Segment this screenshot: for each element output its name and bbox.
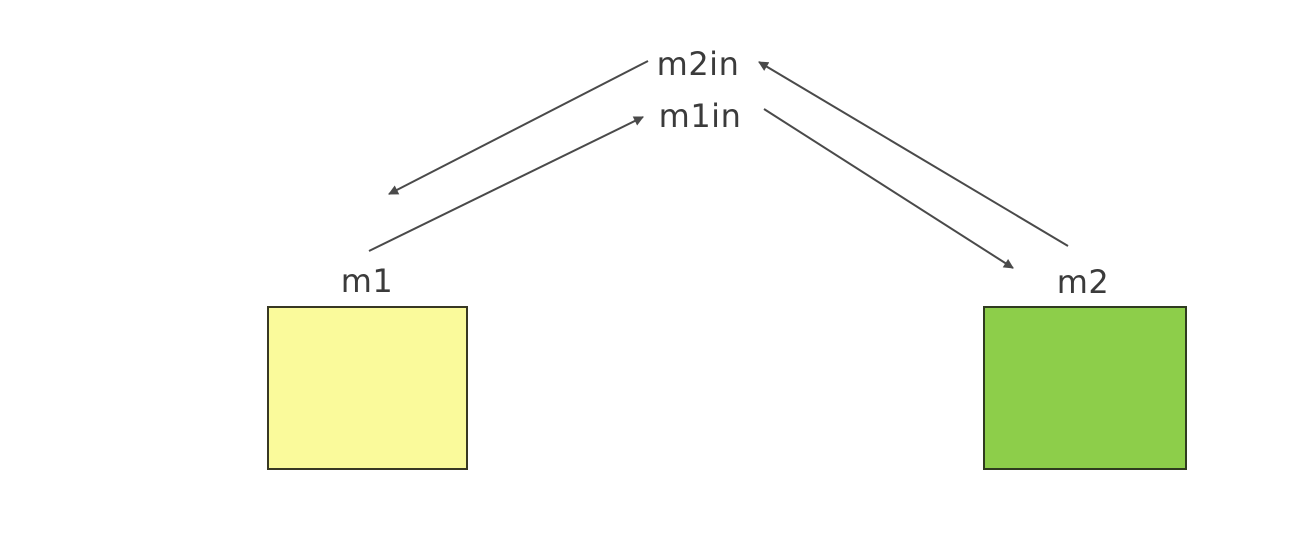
port-label-m2in: m2in: [656, 45, 740, 83]
arrow-m1in-to-m2: [763, 108, 1014, 269]
module-label-m1: m1: [340, 262, 394, 300]
arrow-m1-to-m1in: [368, 116, 644, 252]
module-box-m2[interactable]: [983, 306, 1187, 470]
arrow-m2-to-m2in: [758, 61, 1069, 247]
module-box-m1[interactable]: [267, 306, 468, 470]
port-label-m1in: m1in: [658, 97, 742, 135]
arrow-m2in-to-m1: [388, 60, 649, 195]
module-label-m2: m2: [1056, 263, 1110, 301]
